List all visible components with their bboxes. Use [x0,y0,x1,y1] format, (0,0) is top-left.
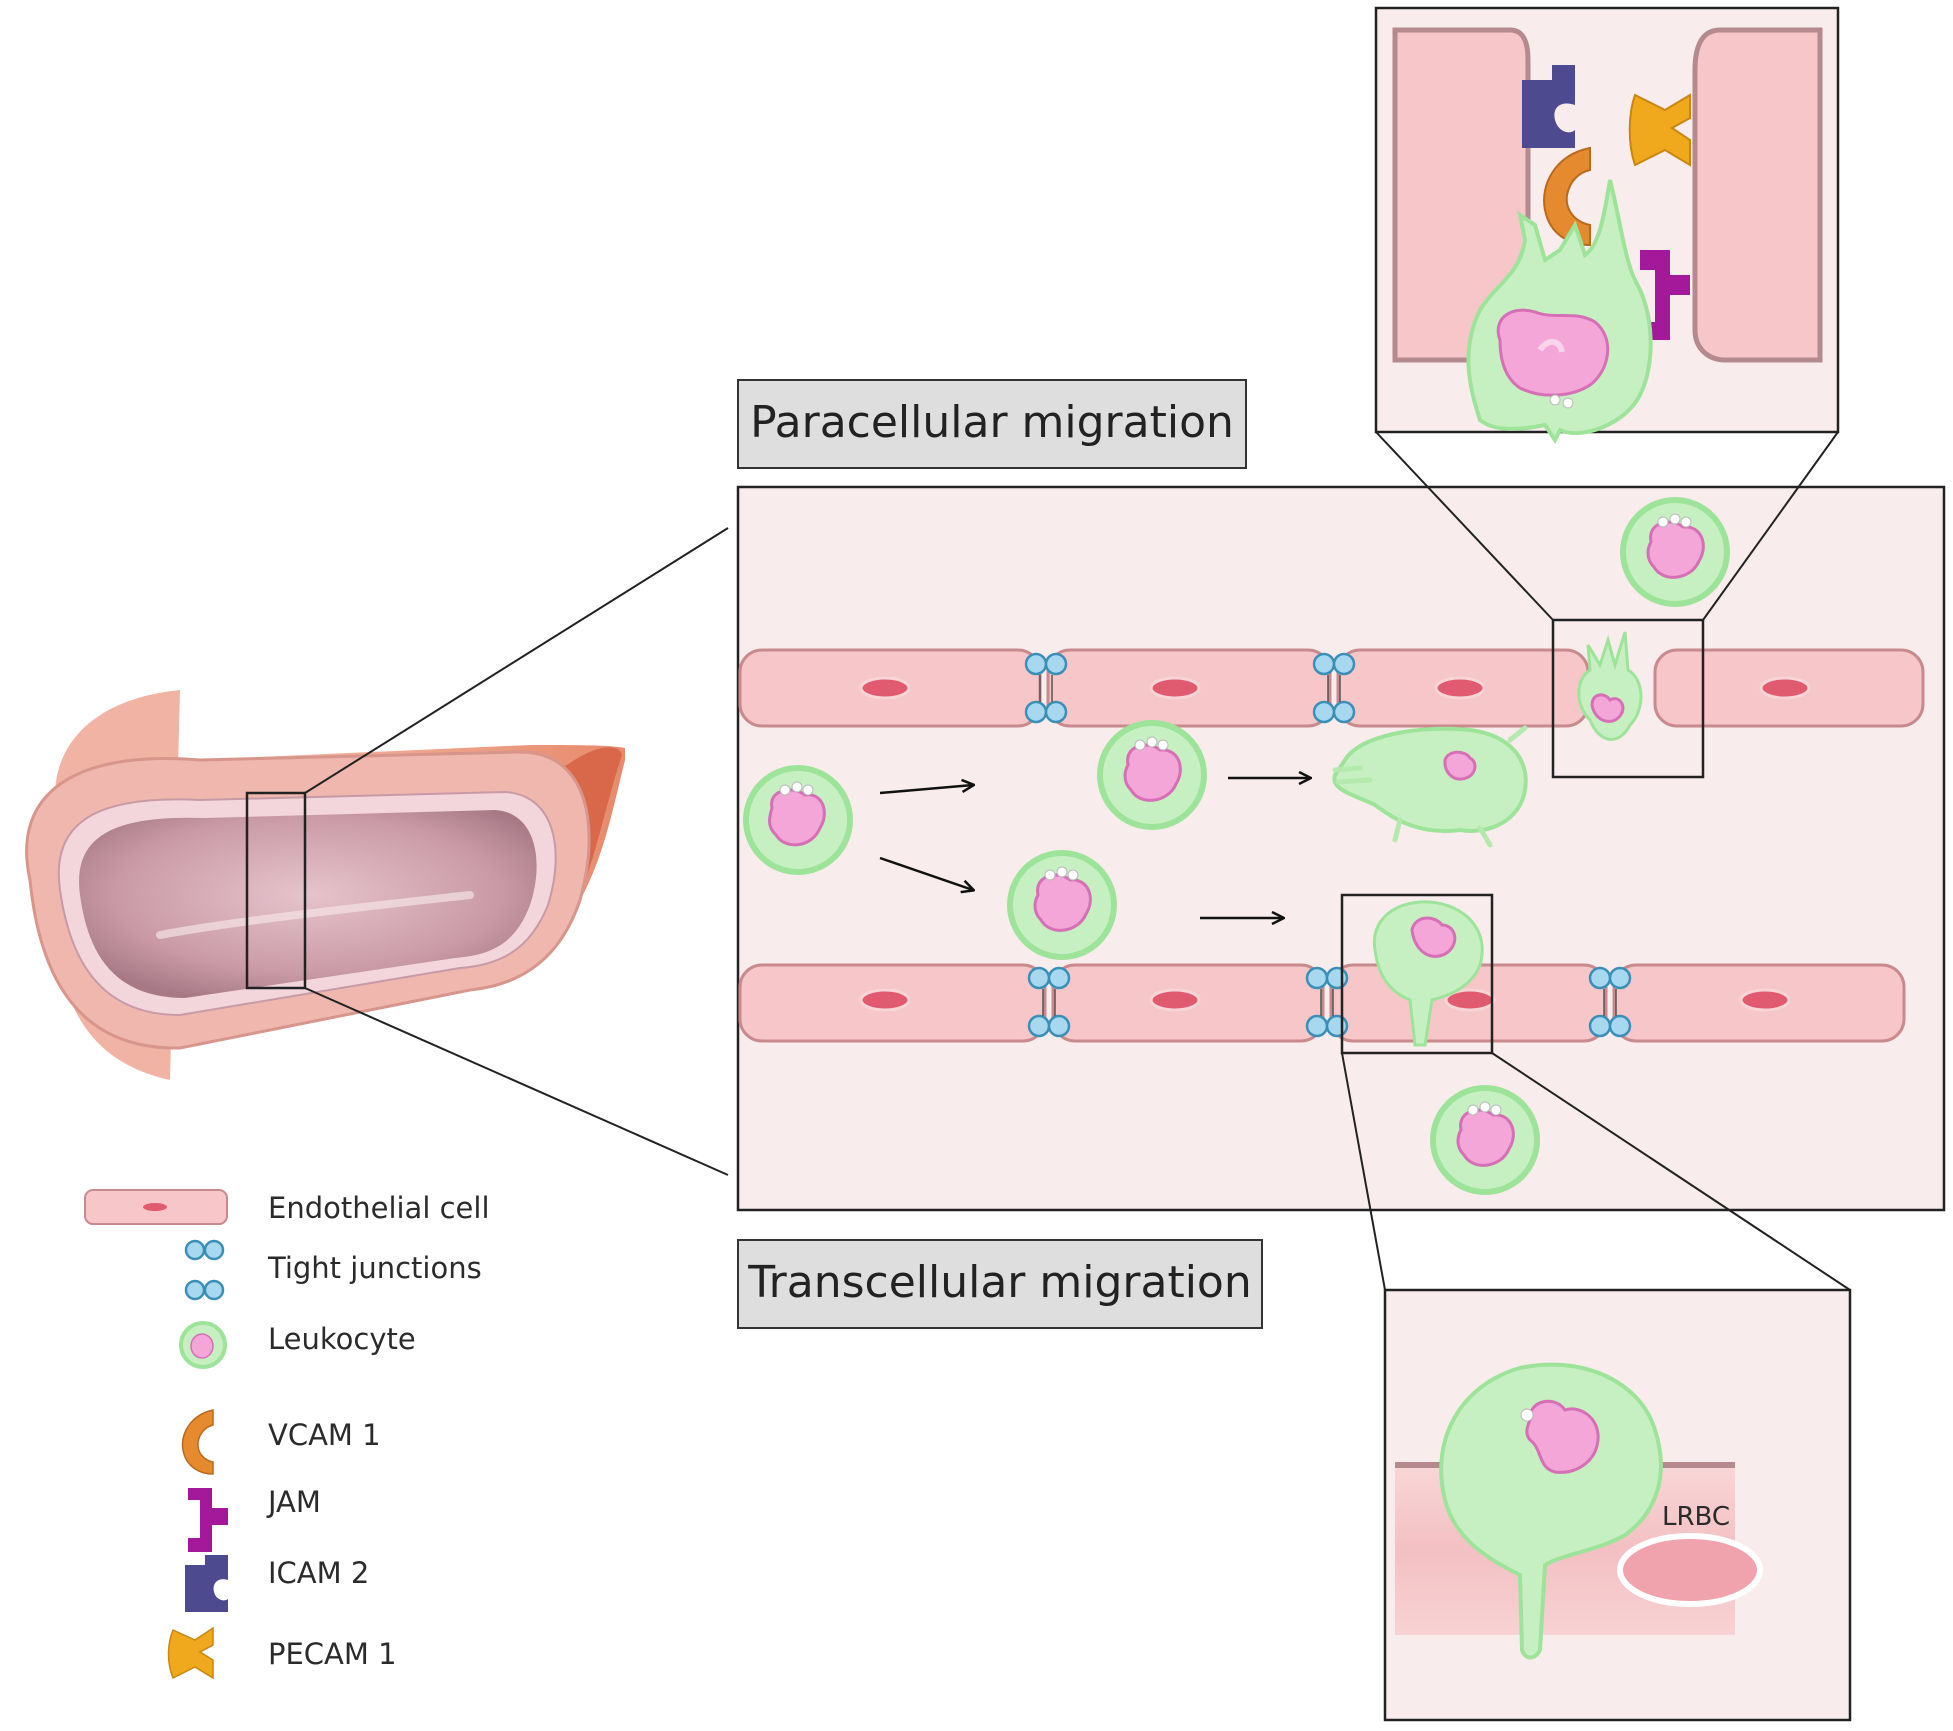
migration-arrows [879,778,1310,918]
pecam-1-icon [167,1626,214,1680]
tight-junction [1312,652,1356,724]
blood-vessel-illustration [25,527,729,1176]
transcellular-title: Transcellular migration [747,1257,1252,1308]
leukocyte [1620,497,1730,607]
vessel-zoom-box [245,791,307,990]
leukocyte [1097,720,1207,830]
vcam-1-molecule [1543,146,1591,247]
endothelial-nucleus [1149,676,1201,700]
transcellular-zoom-box [1340,893,1494,1055]
leukocyte [1007,850,1117,960]
endothelium-bottom-row [738,963,1906,1043]
endothelial-nucleus [1444,988,1496,1012]
leukocyte-icon [179,1321,227,1369]
leukocyte-spreading [1332,725,1528,848]
endothelial-nucleus [1434,676,1486,700]
endothelial-nucleus [1739,988,1791,1012]
paracellular-title: Paracellular migration [750,397,1234,448]
icam-2-molecule [1522,80,1575,148]
legend-label: Endothelial cell [268,1191,490,1225]
legend-item-leukocyte: Leukocyte [179,1321,416,1369]
legend-label: PECAM 1 [268,1637,397,1671]
paracellular-zoom-box [1551,618,1705,779]
arrow-icon [879,785,973,795]
leukocyte-transcellular [1340,893,1494,1055]
legend-label: Leukocyte [268,1322,416,1356]
transcellular-title-box: Transcellular migration [737,1239,1263,1329]
arrow-icon [879,856,973,890]
paracellular-title-box: Paracellular migration [737,379,1247,469]
leukocyte [743,765,853,875]
legend-item-vcam-1: VCAM 1 [181,1409,381,1475]
endothelial-nucleus [859,676,911,700]
endothelium-top-row [738,648,1925,728]
leukocyte [1430,1085,1540,1195]
legend-item-icam-2: ICAM 2 [185,1555,369,1612]
endothelial-nucleus [1149,988,1201,1012]
tight-junction [1027,966,1071,1038]
tight-junction [1588,966,1632,1038]
legend: Endothelial cell Tight junctions Leukocy… [84,1189,490,1680]
icam-2-icon [185,1555,228,1612]
vessel-lumen [79,810,537,998]
transcellular-detail-panel: LRBC [1341,1052,1852,1722]
legend-label: Tight junctions [267,1251,482,1285]
paracellular-detail-panel [1374,6,1840,621]
legend-item-pecam-1: PECAM 1 [167,1626,397,1680]
endothelial-nucleus [1759,676,1811,700]
endothelial-nucleus [859,988,911,1012]
tight-junction-icon [184,1239,225,1301]
legend-label: VCAM 1 [268,1418,381,1452]
jam-icon [188,1488,228,1552]
legend-label: JAM [266,1485,321,1519]
pecam-1-molecule [1628,93,1691,167]
legend-item-tight-junctions: Tight junctions [184,1239,482,1301]
tight-junction [1024,652,1068,724]
leukocyte-paracellular [1551,618,1705,779]
jam-molecule [1640,250,1690,340]
main-panel [736,485,1946,1212]
legend-item-endothelial-cell: Endothelial cell [84,1189,490,1225]
legend-label: ICAM 2 [268,1556,369,1590]
vcam-1-icon [181,1409,214,1475]
lrbc-label: LRBC [1662,1502,1730,1532]
legend-item-jam: JAM [188,1485,321,1552]
